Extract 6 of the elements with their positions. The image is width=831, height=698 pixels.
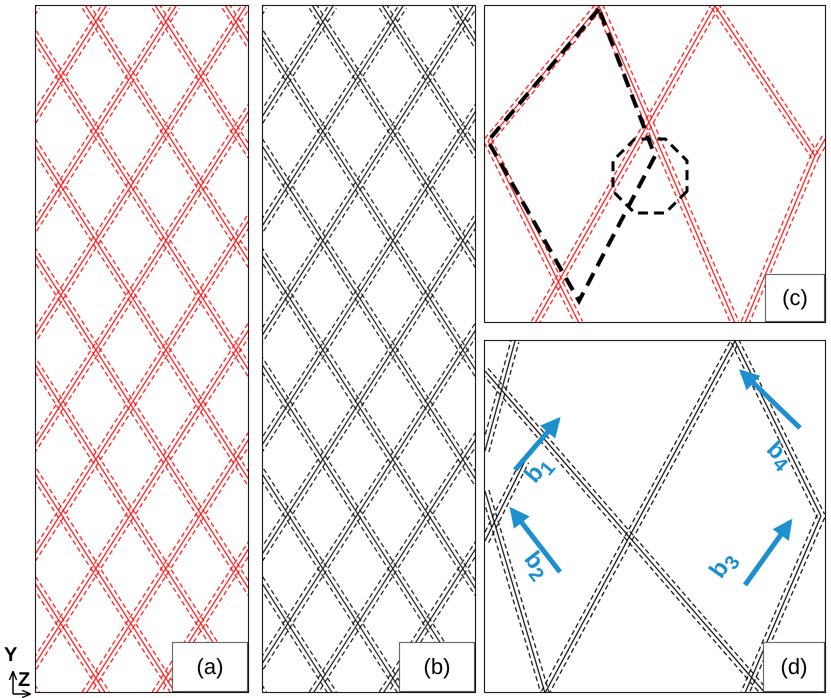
- panel-label: (c): [765, 274, 825, 322]
- panel-label: (a): [172, 642, 248, 692]
- axis-label: Z: [18, 669, 30, 692]
- panel-label: (b): [399, 642, 475, 692]
- axis-label: Y: [4, 644, 18, 667]
- panel-label: (d): [763, 642, 825, 692]
